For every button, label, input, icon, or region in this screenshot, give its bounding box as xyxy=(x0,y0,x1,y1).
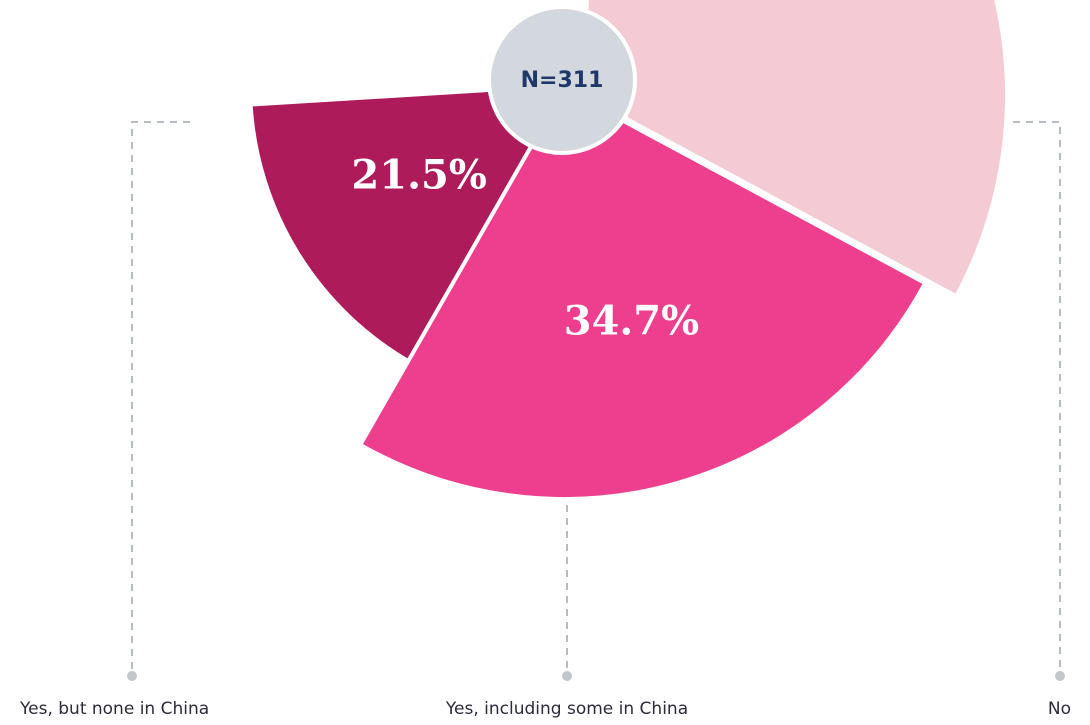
leader-line-no xyxy=(1000,121,1061,672)
slice-no xyxy=(580,0,1009,299)
slice-value-label-no: 43.7% xyxy=(708,0,843,6)
slice-value-labels: 21.5% 34.7% 43.7% xyxy=(351,0,843,345)
slice-yes-none-china xyxy=(248,83,572,365)
leader-dot-yes-some-china xyxy=(562,671,572,681)
leader-line-yes-none-china xyxy=(131,121,190,672)
sample-size-badge: N=311 xyxy=(487,5,637,155)
sample-size-label: N=311 xyxy=(521,68,604,93)
leader-dot-no xyxy=(1055,671,1065,681)
category-label-yes-none-china: Yes, but none in China xyxy=(19,699,209,719)
slice-value-label-yes-some-china: 34.7% xyxy=(564,298,699,345)
leader-lines xyxy=(127,121,1065,681)
center-circle xyxy=(487,5,637,155)
leader-dot-yes-none-china xyxy=(127,671,137,681)
category-label-yes-some-china: Yes, including some in China xyxy=(445,699,688,719)
pie-slices xyxy=(248,0,1009,501)
slice-value-label-yes-none-china: 21.5% xyxy=(351,152,486,199)
category-labels: Yes, but none in China Yes, including so… xyxy=(19,699,1071,719)
category-label-no: No xyxy=(1048,699,1071,719)
slice-yes-some-china xyxy=(358,87,928,501)
